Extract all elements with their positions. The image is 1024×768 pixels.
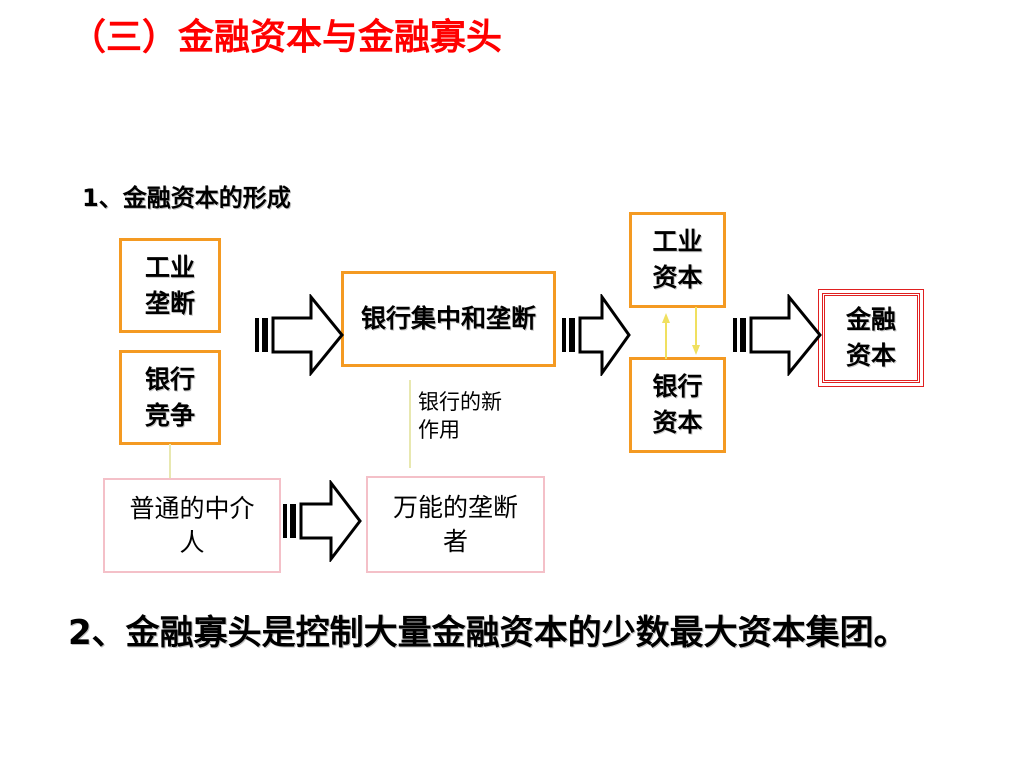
almighty-monopolist-box: 万能的垄断者 — [366, 476, 545, 573]
industrial-capital-box: 工业资本 — [629, 212, 726, 308]
finance-capital-label: 金融资本 — [845, 305, 896, 370]
bank-competition-label: 银行竞争 — [144, 364, 195, 430]
industrial-monopoly-label: 工业垄断 — [144, 252, 195, 318]
industrial-capital-label: 工业资本 — [652, 227, 703, 292]
bank-capital-label: 银行资本 — [652, 372, 703, 437]
bank-new-role-note: 银行的新作用 — [418, 390, 502, 442]
right-arrow-icon — [562, 294, 631, 376]
right-arrow-icon — [283, 480, 362, 562]
finance-oligarchy-definition: 2、金融寡头是控制大量金融资本的少数最大资本集团。 — [68, 613, 908, 653]
finance-capital-box: 金融资本 — [818, 289, 924, 387]
industrial-monopoly-box: 工业垄断 — [119, 238, 221, 333]
bank-concentration-label: 银行集中和垄断 — [360, 304, 536, 333]
right-arrow-icon — [255, 294, 344, 376]
bank-concentration-box: 银行集中和垄断 — [341, 271, 556, 367]
capital-merge-connector — [662, 307, 700, 359]
almighty-monopolist-label: 万能的垄断者 — [392, 492, 518, 556]
section-heading-formation: 1、金融资本的形成 — [82, 184, 291, 212]
right-arrow-icon — [733, 294, 822, 376]
bank-capital-box: 银行资本 — [629, 357, 726, 453]
ordinary-intermediary-box: 普通的中介人 — [103, 478, 281, 573]
left-connector-line — [169, 444, 171, 478]
ordinary-intermediary-label: 普通的中介人 — [129, 493, 255, 557]
bank-competition-box: 银行竞争 — [119, 350, 221, 445]
note-connector-line — [409, 380, 411, 468]
slide-title: （三）金融资本与金融寡头 — [70, 17, 503, 58]
